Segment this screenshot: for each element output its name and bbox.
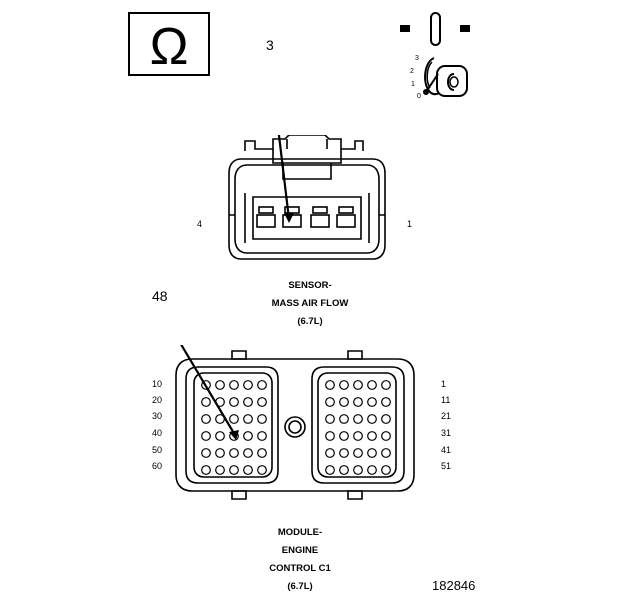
- ecm-pin-cavity: [243, 414, 253, 424]
- ecm-pin-cavity: [381, 414, 391, 424]
- maf-caption-line-2: MASS AIR FLOW: [271, 298, 349, 309]
- ecm-pin-cavity: [325, 465, 335, 475]
- ecm-pin-cavity: [215, 380, 225, 390]
- maf-caption-line-1: SENSOR-: [288, 280, 332, 291]
- ecm-pin-cavity: [325, 380, 335, 390]
- ecm-pin-cavity: [353, 380, 363, 390]
- ecm-pin-cavity: [367, 465, 377, 475]
- ecm-pin-cavity: [257, 397, 267, 407]
- ecm-pin-cavity: [215, 465, 225, 475]
- ecm-pin-cavity: [215, 431, 225, 441]
- ecm-caption-line-1: MODULE-: [277, 527, 323, 538]
- ignition-position-2: 2: [410, 68, 414, 75]
- ecm-pin-cavity: [353, 448, 363, 458]
- ecm-pin-cavity: [353, 397, 363, 407]
- ecm-row-label-60: 60: [152, 461, 163, 471]
- ecm-pin-cavity: [243, 397, 253, 407]
- maf-pin-1-label: 1: [407, 219, 413, 229]
- ecm-pin-cavity: [257, 380, 267, 390]
- ecm-pin-cavity: [339, 431, 349, 441]
- ecm-pin-cavity: [381, 380, 391, 390]
- ecm-pin-cavity: [325, 414, 335, 424]
- ecm-pin-cavity: [381, 431, 391, 441]
- maf-pin-4-label: 4: [197, 219, 203, 229]
- ecm-row-label-10: 10: [152, 379, 163, 389]
- ecm-pin-cavity: [339, 414, 349, 424]
- ecm-pin-cavity: [201, 414, 211, 424]
- ecm-row-label-41: 41: [441, 445, 452, 455]
- ecm-row-label-31: 31: [441, 428, 452, 438]
- ecm-row-label-30: 30: [152, 411, 163, 421]
- ecm-row-label-11: 11: [441, 395, 451, 405]
- ohm-symbol: Ω: [150, 18, 189, 76]
- ecm-pin-cavity: [243, 448, 253, 458]
- ecm-row-label-20: 20: [152, 395, 163, 405]
- ecm-pin-cavity: [381, 448, 391, 458]
- ecm-pin-cavity: [201, 380, 211, 390]
- ecm-pin-cavity: [229, 397, 239, 407]
- ecm-pin-cavity: [353, 431, 363, 441]
- ecm-caption-line-4: (6.7L): [287, 581, 313, 592]
- ecm-caption-line-3: CONTROL C1: [269, 563, 331, 574]
- ecm-pin-cavity: [367, 431, 377, 441]
- ignition-position-1: 1: [411, 81, 415, 88]
- ecm-pin-cavity: [339, 465, 349, 475]
- ecm-pin-cavity: [367, 380, 377, 390]
- ecm-pin-cavity: [201, 431, 211, 441]
- ohmmeter-icon: Ω: [128, 12, 210, 76]
- ecm-pin-cavity: [229, 465, 239, 475]
- ecm-pin-cavity: [339, 448, 349, 458]
- ecm-pin-cavity: [339, 397, 349, 407]
- ecm-pin-cavity: [367, 414, 377, 424]
- figure-id: 182846: [432, 578, 476, 593]
- ecm-pin-cavity: [201, 448, 211, 458]
- ecm-pin-cavity: [215, 448, 225, 458]
- ecm-pin-cavity: [325, 397, 335, 407]
- maf-callout-label: 3: [266, 37, 274, 53]
- ecm-pin-cavity: [201, 397, 211, 407]
- maf-connector-drawing: [228, 135, 386, 260]
- ecm-row-label-1: 1: [441, 379, 447, 389]
- ignition-position-0: 0: [417, 93, 421, 100]
- ecm-pin-cavity: [229, 380, 239, 390]
- maf-caption: SENSOR- MASS AIR FLOW (6.7L): [220, 277, 400, 331]
- ecm-pin-cavity: [353, 414, 363, 424]
- ecm-pin-cavity: [339, 380, 349, 390]
- ecm-pin-cavity: [381, 397, 391, 407]
- ignition-key-icon: [400, 12, 470, 97]
- ignition-position-3: 3: [415, 55, 419, 62]
- ecm-pin-cavity: [201, 465, 211, 475]
- ecm-pin-cavity: [243, 465, 253, 475]
- ecm-pin-cavity: [325, 431, 335, 441]
- ecm-pin-cavity: [229, 448, 239, 458]
- ecm-pin-cavity: [367, 448, 377, 458]
- ecm-pin-cavity: [381, 465, 391, 475]
- ecm-caption: MODULE- ENGINE CONTROL C1 (6.7L): [210, 524, 390, 596]
- ecm-pin-cavity: [325, 448, 335, 458]
- ecm-pin-cavity: [353, 465, 363, 475]
- ecm-pin-cavity: [257, 414, 267, 424]
- ecm-pin-cavity: [367, 397, 377, 407]
- ecm-pin-cavity: [243, 380, 253, 390]
- ecm-pin-cavity: [257, 431, 267, 441]
- ecm-row-label-50: 50: [152, 445, 163, 455]
- ecm-pin-cavity: [257, 448, 267, 458]
- ecm-row-label-21: 21: [441, 411, 452, 421]
- ecm-callout-label: 48: [152, 288, 168, 304]
- ecm-row-label-51: 51: [441, 461, 452, 471]
- ecm-pin-cavity: [243, 431, 253, 441]
- ecm-caption-line-2: ENGINE: [281, 545, 319, 556]
- ecm-pin-grid: [201, 380, 391, 475]
- ecm-row-label-40: 40: [152, 428, 163, 438]
- ecm-pin-cavity: [257, 465, 267, 475]
- ecm-pin-cavity: [229, 414, 239, 424]
- ecm-connector-drawing: [175, 345, 415, 500]
- maf-caption-line-3: (6.7L): [297, 316, 323, 327]
